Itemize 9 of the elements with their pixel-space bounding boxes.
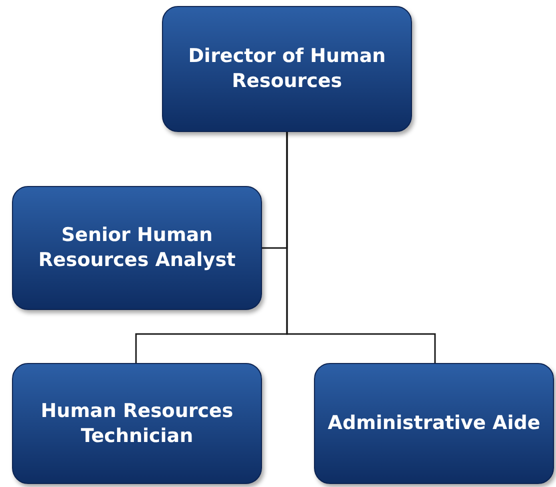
position-title: Administrative Aide [328, 411, 540, 436]
position-title: Senior Human Resources Analyst [37, 223, 237, 273]
position-box [162, 6, 412, 132]
position-box [12, 186, 262, 310]
position-box [12, 363, 262, 484]
position-title: Human Resources Technician [40, 398, 234, 448]
connector-line [286, 132, 436, 363]
position-box [314, 363, 554, 484]
position-title: Director of Human Resources [187, 44, 387, 94]
